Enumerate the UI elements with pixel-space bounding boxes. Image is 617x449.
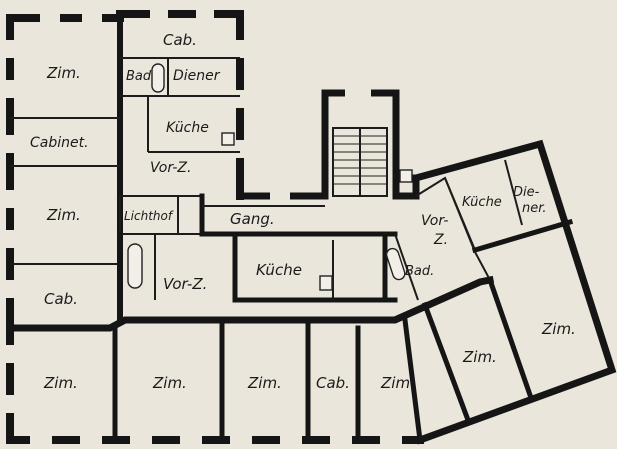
stove-icon [399, 169, 413, 183]
room-diener-1: Diener [173, 68, 221, 84]
room-vorz-3a: Vor- [421, 213, 448, 229]
room-zim-nw: Zim. [46, 64, 81, 82]
bathtub-icon [127, 243, 143, 289]
fixtures [127, 63, 413, 291]
bathtub-icon [151, 63, 165, 93]
room-vorz-1: Vor-Z. [150, 160, 191, 176]
room-cab-s: Cab. [316, 374, 350, 392]
room-zim-s2: Zim. [152, 374, 187, 392]
room-zim-w: Zim. [46, 206, 81, 224]
room-zim-e2: Zim. [462, 348, 497, 366]
room-diener-2a: Die- [513, 185, 540, 200]
stove-icon [319, 275, 333, 291]
room-zim-e1: Zim. [541, 320, 576, 338]
room-zim-s3: Zim. [247, 374, 282, 392]
room-zim-s4: Zim. [380, 374, 415, 392]
wall-north-mid [236, 89, 420, 200]
bathtub-icon [385, 247, 406, 281]
room-lichthof: Lichthof [124, 209, 174, 223]
room-gang: Gang. [230, 210, 275, 228]
room-vorz-2: Vor-Z. [163, 275, 207, 293]
room-labels: Zim. Cab. Bad Diener Küche Cabinet. Vor-… [30, 31, 576, 392]
stove-icon [221, 132, 235, 146]
staircase [332, 127, 388, 197]
room-vorz-3b: Z. [433, 232, 448, 248]
room-cab-top: Cab. [163, 31, 197, 49]
room-cabinet: Cabinet. [30, 135, 89, 151]
room-kueche-1: Küche [166, 120, 209, 136]
room-diener-2b: ner. [522, 201, 547, 216]
interior-walls [6, 15, 574, 443]
room-bad-1: Bad [126, 69, 152, 84]
room-bad-2: Bad. [405, 264, 434, 279]
windows [6, 10, 402, 444]
room-zim-s1: Zim. [43, 374, 78, 392]
wall-west-wing [6, 10, 244, 200]
room-kueche-3: Küche [462, 195, 502, 210]
room-kueche-2: Küche [256, 261, 302, 279]
wall-east-wing [411, 139, 617, 445]
room-cab-w: Cab. [44, 290, 78, 308]
